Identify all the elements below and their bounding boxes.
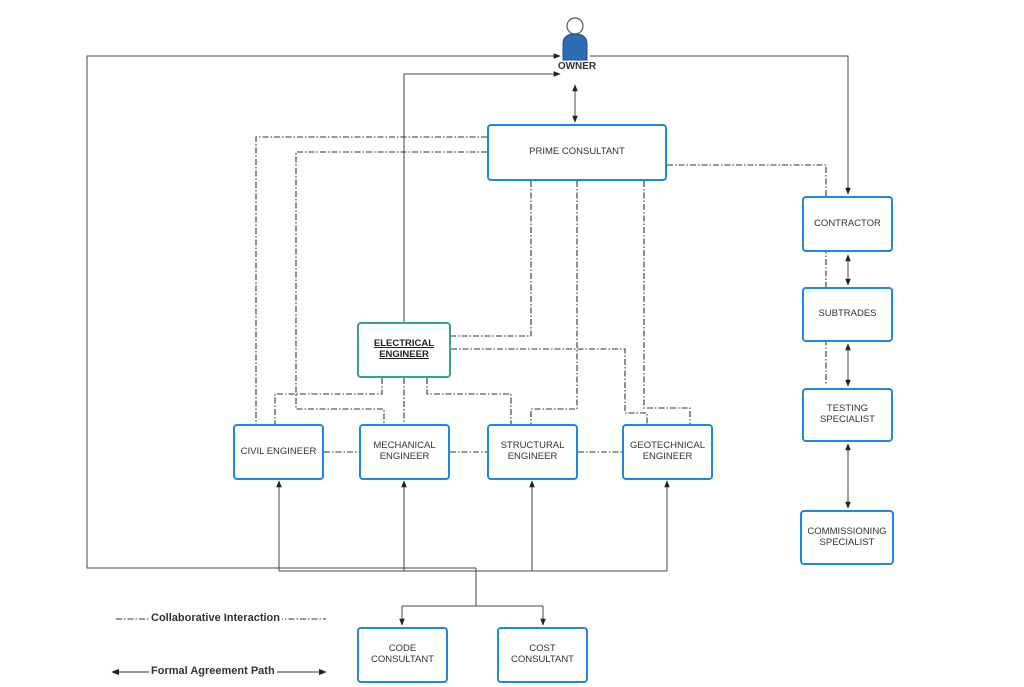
cost-consultant-node[interactable]: COST CONSULTANT <box>497 627 588 683</box>
subtrades-node[interactable]: SUBTRADES <box>802 287 893 342</box>
code-consultant-node[interactable]: CODE CONSULTANT <box>357 627 448 683</box>
testing-specialist-label: TESTING SPECIALIST <box>820 403 875 425</box>
collaborative-lines <box>255 136 827 453</box>
formal-agreement-lines <box>86 53 851 626</box>
commissioning-specialist-label: COMMISSIONING SPECIALIST <box>807 525 887 548</box>
owner-label: OWNER <box>557 61 597 72</box>
cost-consultant-label: COST CONSULTANT <box>511 643 574 665</box>
structural-engineer-label: STRUCTURAL ENGINEER <box>500 440 565 462</box>
mechanical-engineer-label: MECHANICAL ENGINEER <box>373 440 436 462</box>
contractor-node[interactable]: CONTRACTOR <box>802 196 893 252</box>
subtrades-label: SUBTRADES <box>818 308 877 320</box>
electrical-engineer-node[interactable]: ELECTRICAL ENGINEER <box>357 322 451 378</box>
geotechnical-engineer-label: GEOTECHNICAL ENGINEER <box>630 440 705 462</box>
commissioning-specialist-node[interactable]: COMMISSIONING SPECIALIST <box>800 510 894 565</box>
structural-engineer-node[interactable]: STRUCTURAL ENGINEER <box>487 424 578 480</box>
electrical-engineer-label: ELECTRICAL ENGINEER <box>373 338 435 360</box>
civil-engineer-label: CIVIL ENGINEER <box>240 445 317 457</box>
contractor-label: CONTRACTOR <box>814 217 881 229</box>
testing-specialist-node[interactable]: TESTING SPECIALIST <box>802 388 893 442</box>
code-consultant-label: CODE CONSULTANT <box>371 643 434 665</box>
legend-formal-label: Formal Agreement Path <box>149 665 277 677</box>
civil-engineer-node[interactable]: CIVIL ENGINEER <box>233 424 324 480</box>
prime-consultant-label: PRIME CONSULTANT <box>529 146 625 158</box>
geotechnical-engineer-node[interactable]: GEOTECHNICAL ENGINEER <box>622 424 713 480</box>
prime-consultant-node[interactable]: PRIME CONSULTANT <box>487 124 667 181</box>
legend-collaborative-label: Collaborative Interaction <box>149 612 282 624</box>
owner-person-icon <box>562 17 588 61</box>
mechanical-engineer-node[interactable]: MECHANICAL ENGINEER <box>359 424 450 480</box>
